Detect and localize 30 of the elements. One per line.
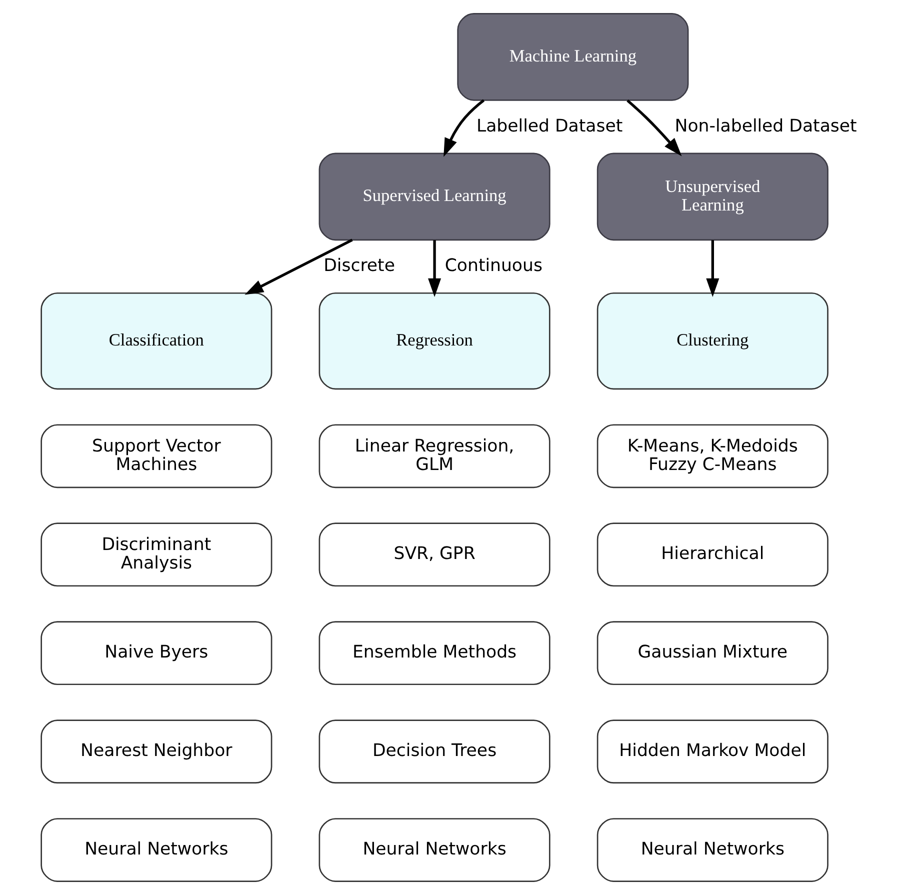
node-box: Nearest Neighbor xyxy=(40,720,272,784)
edge-label: Non-labelled Dataset xyxy=(674,116,856,136)
node-box: SVR, GPR xyxy=(318,522,550,587)
node-box: Neural Networks xyxy=(40,818,272,882)
arrow xyxy=(706,240,719,298)
arrow xyxy=(428,240,441,298)
node-box: Gaussian Mixture xyxy=(596,621,828,686)
edge-label: Discrete xyxy=(323,256,394,276)
node-box: Neural Networks xyxy=(318,818,550,882)
node-box: K-Means, K-Medoids Fuzzy C-Means xyxy=(596,424,828,488)
node-box: Unsupervised Learning xyxy=(596,152,828,241)
arrow xyxy=(626,100,682,156)
node-box: Clustering xyxy=(596,292,828,390)
node-box: Supervised Learning xyxy=(318,152,550,241)
node-box: Hierarchical xyxy=(596,522,828,587)
node-box: Support Vector Machines xyxy=(40,424,272,488)
node-box: Linear Regression, GLM xyxy=(318,424,550,488)
node-box: Hidden Markov Model xyxy=(596,720,828,784)
node-box: Machine Learning xyxy=(456,13,688,101)
node-box: Naive Byers xyxy=(40,621,272,686)
edge-label: Labelled Dataset xyxy=(476,116,622,136)
node-box: Ensemble Methods xyxy=(318,621,550,686)
node-box: Neural Networks xyxy=(596,818,828,882)
node-box: Discriminant Analysis xyxy=(40,522,272,587)
node-box: Decision Trees xyxy=(318,720,550,784)
edge-label: Continuous xyxy=(444,256,542,276)
arrow xyxy=(244,238,352,295)
node-box: Regression xyxy=(318,292,550,390)
arrow xyxy=(443,99,484,157)
node-box: Classification xyxy=(40,292,272,390)
